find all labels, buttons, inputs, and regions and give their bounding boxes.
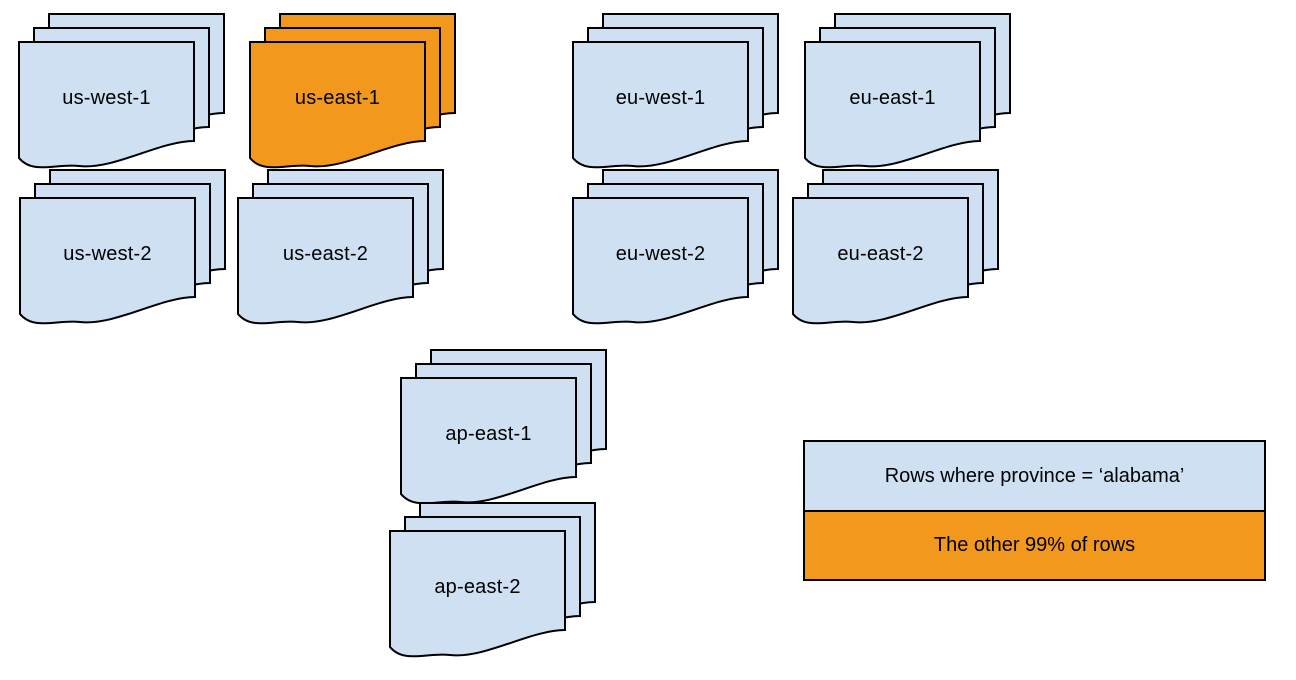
document-stack-icon xyxy=(389,502,596,658)
region-stack-eu-east-1: eu-east-1 xyxy=(804,13,1016,175)
document-stack-icon xyxy=(19,169,226,325)
legend-item-alabama-rows: Rows where province = ‘alabama’ xyxy=(805,442,1264,510)
region-stack-ap-east-1: ap-east-1 xyxy=(400,349,612,511)
region-label: us-west-1 xyxy=(62,86,151,109)
document-stack-icon xyxy=(249,13,456,169)
document-stack-icon xyxy=(237,169,444,325)
document-stack-icon xyxy=(572,13,779,169)
region-label: ap-east-2 xyxy=(434,575,521,598)
region-stack-ap-east-2: ap-east-2 xyxy=(389,502,601,664)
region-stack-eu-west-2: eu-west-2 xyxy=(572,169,784,331)
legend: Rows where province = ‘alabama’ The othe… xyxy=(803,440,1266,581)
document-stack-icon xyxy=(572,169,779,325)
region-label: eu-east-1 xyxy=(849,86,936,109)
document-stack-icon xyxy=(792,169,999,325)
region-label: us-west-2 xyxy=(63,242,152,265)
document-stack-icon xyxy=(804,13,1011,169)
region-label: eu-east-2 xyxy=(837,242,924,265)
region-stack-us-west-1: us-west-1 xyxy=(18,13,230,175)
document-stack-icon xyxy=(400,349,607,505)
region-label: eu-west-2 xyxy=(615,242,706,265)
legend-item-other-rows: The other 99% of rows xyxy=(805,510,1264,579)
region-stack-us-east-1: us-east-1 xyxy=(249,13,461,175)
region-label: ap-east-1 xyxy=(445,422,532,445)
region-stack-eu-east-2: eu-east-2 xyxy=(792,169,1004,331)
region-stack-us-east-2: us-east-2 xyxy=(237,169,449,331)
document-stack-icon xyxy=(18,13,225,169)
region-stack-eu-west-1: eu-west-1 xyxy=(572,13,784,175)
region-label: eu-west-1 xyxy=(615,86,706,109)
region-stack-us-west-2: us-west-2 xyxy=(19,169,231,331)
region-label: us-east-1 xyxy=(294,86,381,109)
legend-label-alabama-rows: Rows where province = ‘alabama’ xyxy=(884,464,1185,487)
legend-label-other-rows: The other 99% of rows xyxy=(933,534,1136,556)
region-label: us-east-2 xyxy=(282,242,369,265)
